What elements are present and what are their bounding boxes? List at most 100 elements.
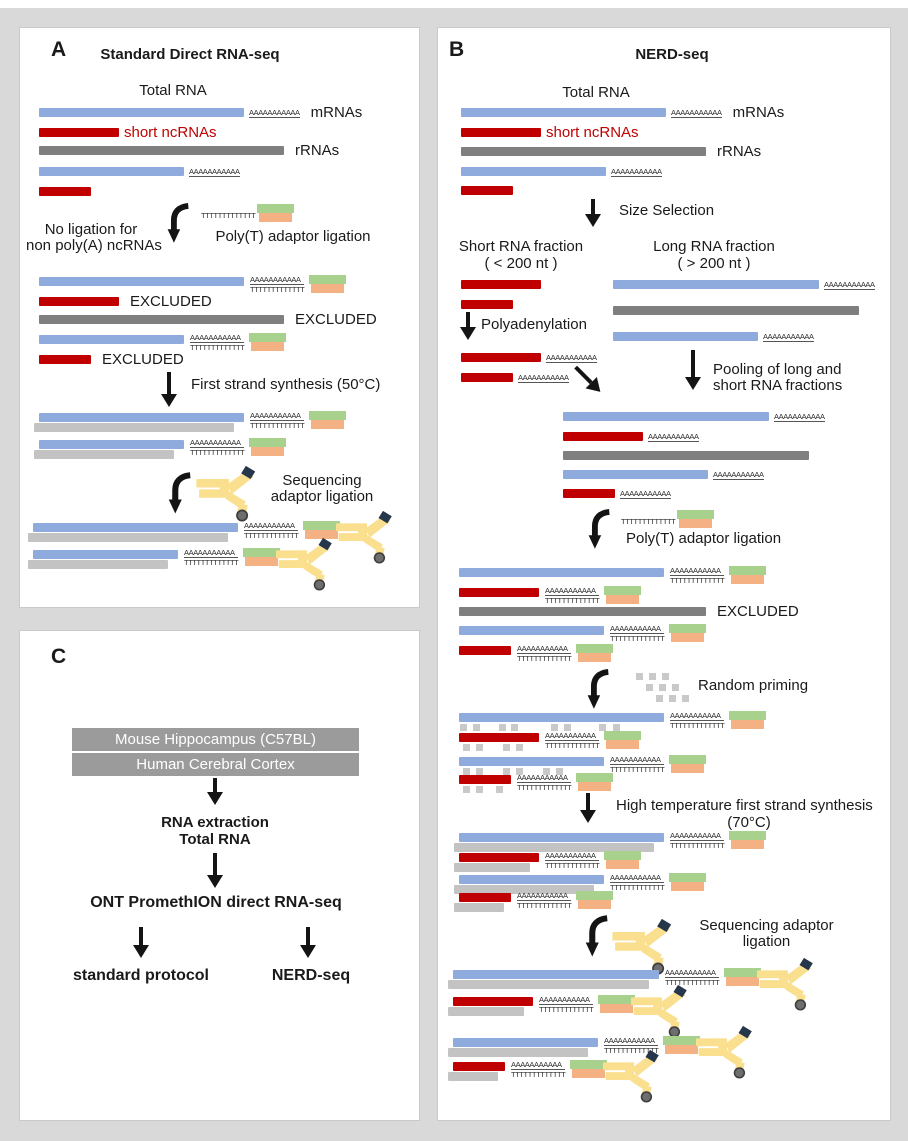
- no-ligation-note: non poly(A) ncRNAs: [26, 237, 162, 254]
- down-arrow-icon: [161, 372, 177, 407]
- cdna-bar: [28, 560, 168, 569]
- rna-cdna-duplex: [448, 997, 533, 1016]
- green-adaptor: [669, 624, 707, 633]
- random-primers: [459, 786, 511, 793]
- orange-adaptor: [606, 860, 640, 869]
- adaptor-duplex: [249, 333, 287, 351]
- orange-adaptor: [245, 557, 279, 566]
- polya-tail: AAAAAAAAAAA: [517, 891, 572, 901]
- polya-tail: AAAAAAAAAAA: [518, 372, 569, 383]
- ligated-mrna-row: AAAAAAAAAAA TTTTTTTTTTTTT: [39, 333, 287, 352]
- ncrna-bar: [459, 588, 539, 597]
- ncrna-row: [461, 186, 513, 195]
- orange-adaptor: [671, 764, 705, 773]
- sequencing-adaptor-icon: [276, 537, 338, 592]
- polyt-overhang: TTTTTTTTTTTTT: [610, 765, 665, 774]
- polya-tail: AAAAAAAAAAA: [774, 411, 825, 422]
- down-arrow-icon: [300, 927, 316, 958]
- pooling-label: short RNA fractions: [713, 377, 843, 394]
- ncrna-bar: [459, 775, 511, 784]
- adaptor-duplex: [669, 755, 707, 773]
- sequencing-adaptor-icon: [196, 465, 262, 523]
- rna-cdna-duplex: [28, 550, 178, 569]
- ncrna-bar: [459, 853, 539, 862]
- curved-arrow-icon: [164, 202, 191, 244]
- cdna-bar: [448, 1007, 524, 1016]
- orange-adaptor: [251, 342, 285, 351]
- polyt-overhang: TTTTTTTTTTTTT: [604, 1046, 659, 1055]
- polya-polyt-duplex: AAAAAAAAAAA TTTTTTTTTTTTT: [244, 521, 299, 540]
- adaptor-duplex: [724, 968, 762, 986]
- polya-tail: AAAAAAAAAAA: [184, 548, 239, 558]
- ncrna-bar: [461, 280, 541, 289]
- adaptor-duplex: [729, 831, 767, 849]
- orange-adaptor: [606, 595, 640, 604]
- panel-a-label: A: [51, 38, 67, 61]
- polya-tail: AAAAAAAAAAA: [545, 851, 600, 861]
- polya-tail: AAAAAAAAAAA: [517, 644, 572, 654]
- polyt-overhang: TTTTTTTTTTTTT: [190, 448, 245, 457]
- polya-tail: AAAAAAAAAAA: [648, 431, 699, 442]
- green-adaptor: [669, 755, 707, 764]
- ncrna-bar: [453, 1062, 505, 1071]
- mrna-row: AAAAAAAAAAA: [461, 167, 662, 177]
- polya-tail: AAAAAAAAAAA: [620, 488, 671, 499]
- green-adaptor: [249, 333, 287, 342]
- polya-tail: AAAAAAAAAAA: [190, 333, 245, 343]
- random-primers: [459, 744, 539, 751]
- orange-adaptor: [679, 519, 713, 528]
- rna-cdna-duplex: [448, 1038, 598, 1057]
- ncrna-bar: [461, 186, 513, 195]
- orange-adaptor: [731, 575, 765, 584]
- green-adaptor: [604, 586, 642, 595]
- mrna-bar: [39, 108, 244, 117]
- polya-tail: AAAAAAAAAAA: [511, 1060, 566, 1070]
- mrna-bar: [453, 970, 659, 979]
- excluded-row: EXCLUDED: [39, 311, 377, 327]
- rrna-row: rRNAs: [39, 142, 339, 158]
- ncrna-bar: [563, 489, 615, 498]
- orange-adaptor: [726, 977, 760, 986]
- mrna-row: AAAAAAAAAAA mRNAs: [39, 104, 362, 120]
- polyt-adaptor-icon: TTTTTTTTTTTTT: [621, 510, 715, 530]
- mrnas-label: mRNAs: [732, 103, 785, 121]
- polyt-overhang: TTTTTTTTTTTTT: [545, 861, 600, 870]
- rna-cdna-duplex: [454, 875, 604, 894]
- green-adaptor: [604, 851, 642, 860]
- green-adaptor: [677, 510, 715, 519]
- green-adaptor: [257, 204, 295, 213]
- polyt-overhang: TTTTTTTTTTTTT: [244, 531, 299, 540]
- polya-tail: AAAAAAAAAAA: [763, 331, 814, 342]
- polya-polyt-duplex: AAAAAAAAAAA TTTTTTTTTTTTT: [250, 275, 305, 294]
- polyt-overhang: TTTTTTTTTTTTT: [545, 741, 600, 750]
- total-rna-label: Total RNA: [562, 84, 630, 101]
- rrna-bar: [613, 306, 859, 315]
- rna-cdna-duplex: [34, 440, 184, 459]
- adaptor-duplex: [604, 731, 642, 749]
- sequencing-adaptor-icon: [336, 510, 398, 565]
- mrna-row: AAAAAAAAAAA: [613, 280, 875, 290]
- cdna-mrna-row: AAAAAAAAAAA TTTTTTTTTTTTT: [34, 411, 347, 432]
- green-adaptor: [243, 548, 281, 557]
- green-adaptor: [604, 731, 642, 740]
- down-arrow-icon: [580, 793, 596, 823]
- primed-strand: [459, 713, 664, 731]
- mrna-bar: [459, 757, 604, 766]
- down-arrow-icon: [133, 927, 149, 958]
- ncrna-row: short ncRNAs: [461, 124, 639, 140]
- green-adaptor: [309, 411, 347, 420]
- mrna-bar: [459, 713, 664, 722]
- down-arrow-icon: [585, 199, 601, 227]
- polyt-overhang: TTTTTTTTTTTTT: [250, 421, 305, 430]
- down-arrow-icon: [685, 350, 701, 390]
- ncrna-row: [461, 300, 513, 309]
